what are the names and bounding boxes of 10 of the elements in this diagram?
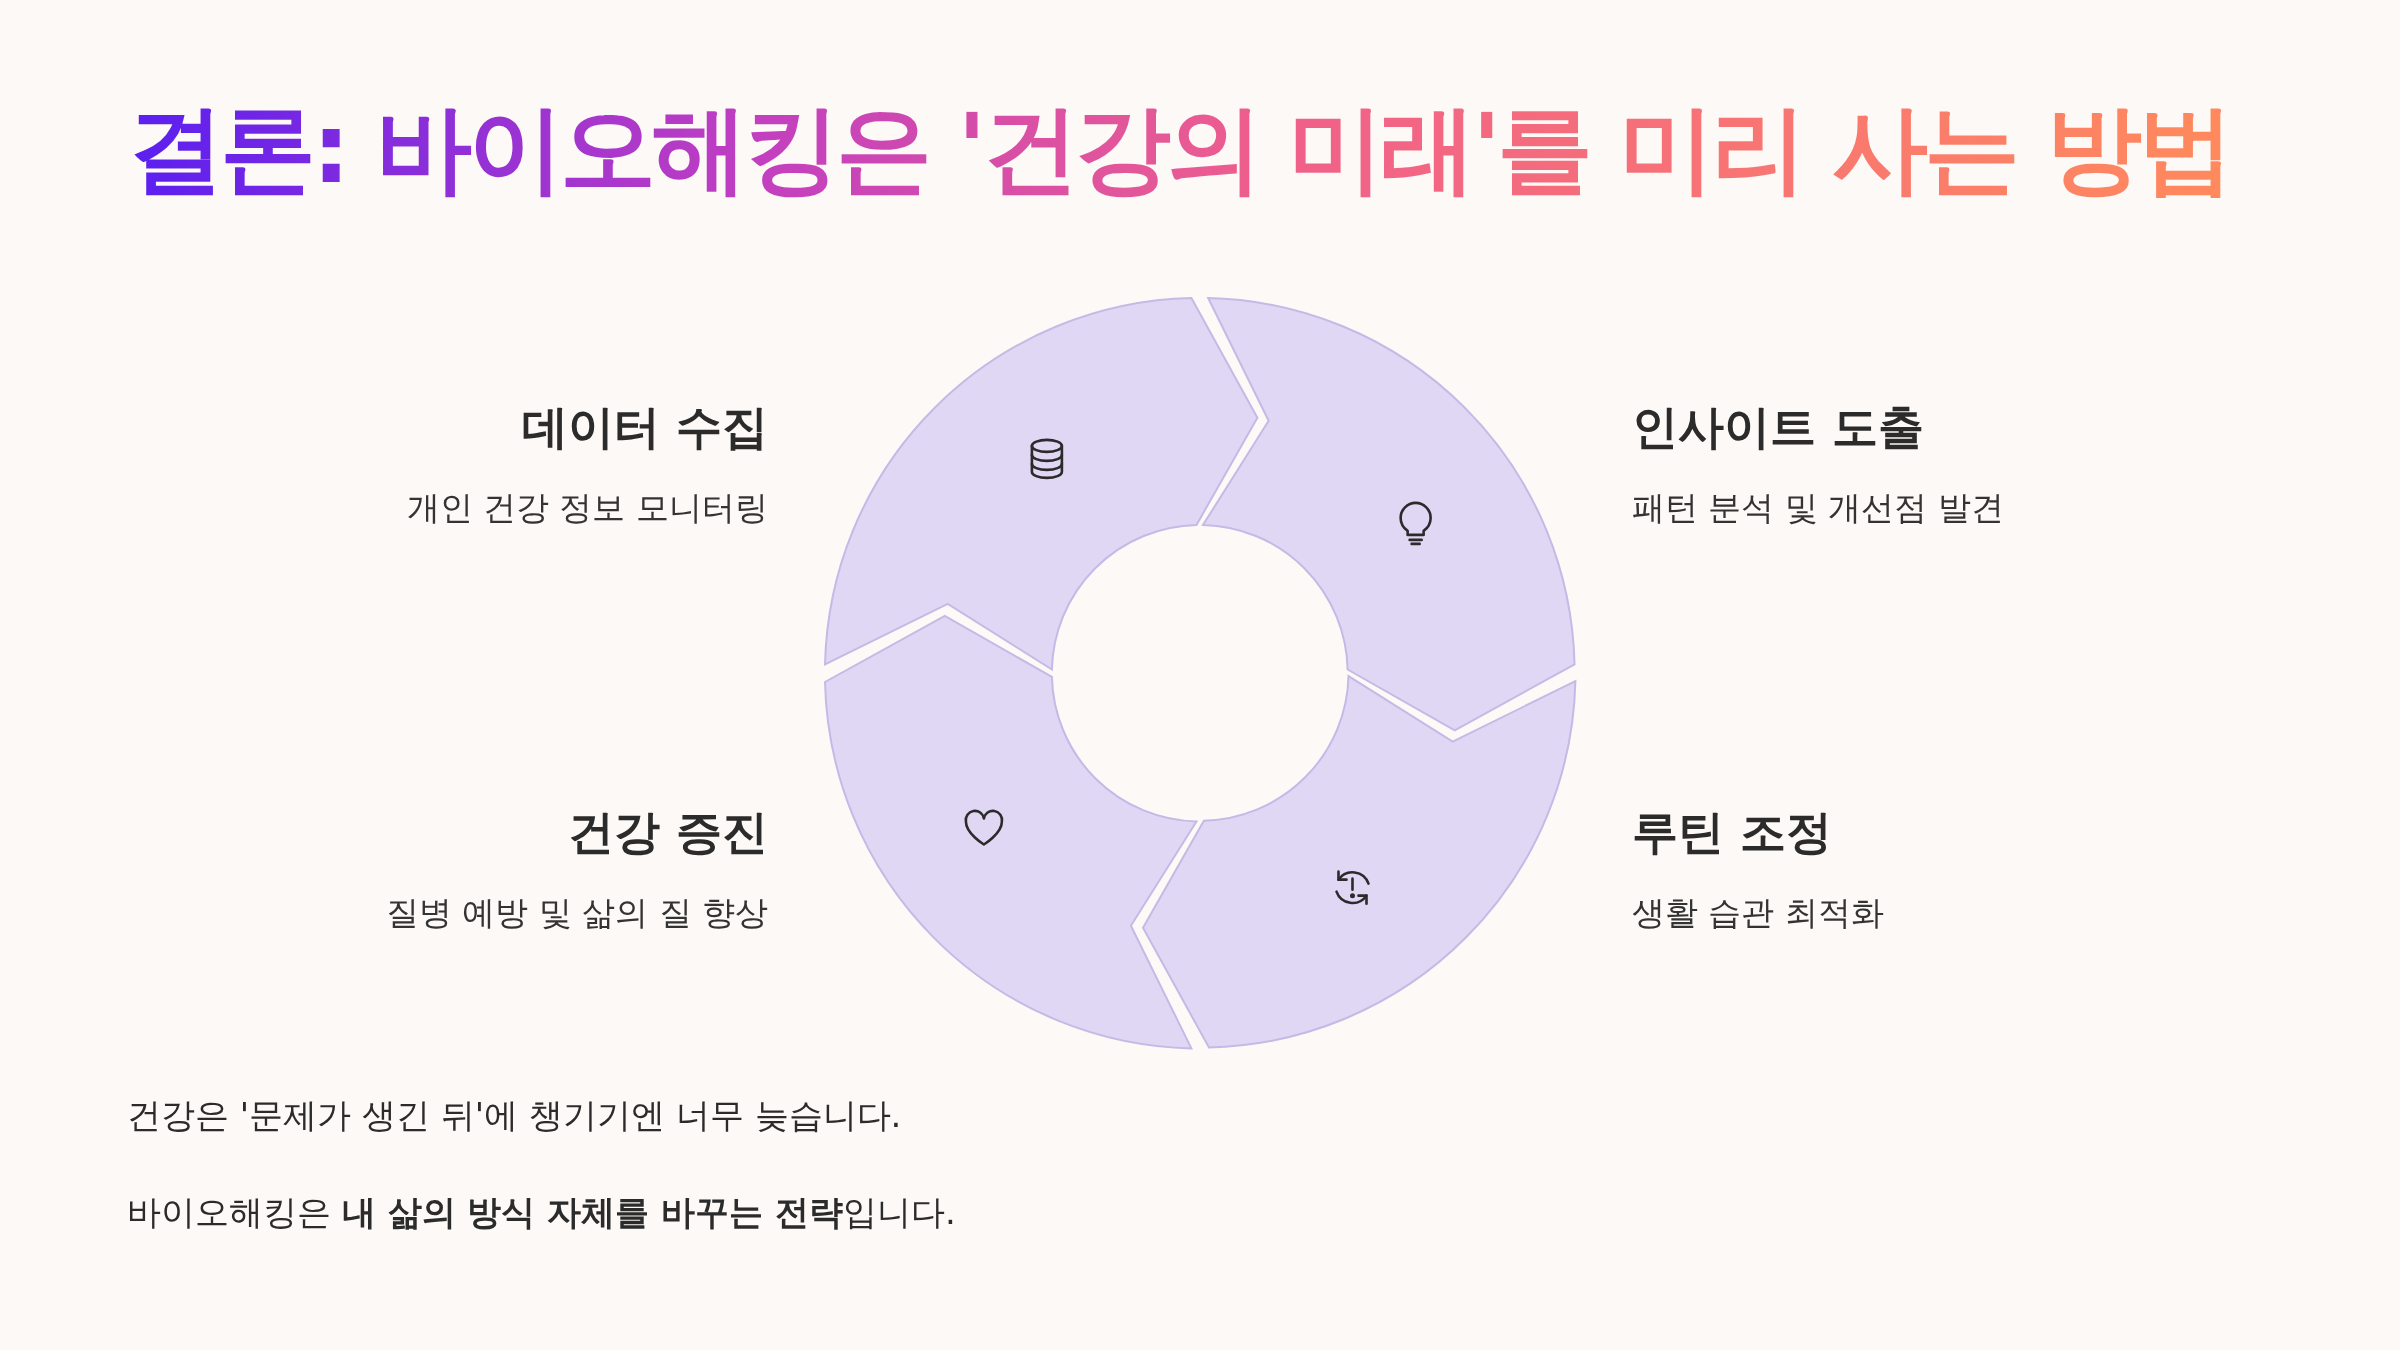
- step-heading: 데이터 수집: [522, 400, 768, 456]
- note-text: 건강은 '문제가 생긴 뒤'에 챙기기엔 너무 늦습니다.: [127, 1095, 902, 1136]
- step-heading: 루틴 조정: [1632, 805, 1832, 861]
- note-text: 바이오해킹은 내 삶의 방식 자체를 바꾸는 전략입니다.: [127, 1192, 956, 1233]
- step-description: 개인 건강 정보 모니터링: [406, 488, 768, 528]
- step-description: 패턴 분석 및 개선점 발견: [1632, 488, 2004, 528]
- step-heading: 건강 증진: [568, 805, 768, 861]
- step-heading: 인사이트 도출: [1632, 400, 1924, 456]
- step-description: 질병 예방 및 삶의 질 향상: [385, 893, 768, 933]
- step-description: 생활 습관 최적화: [1632, 893, 1884, 933]
